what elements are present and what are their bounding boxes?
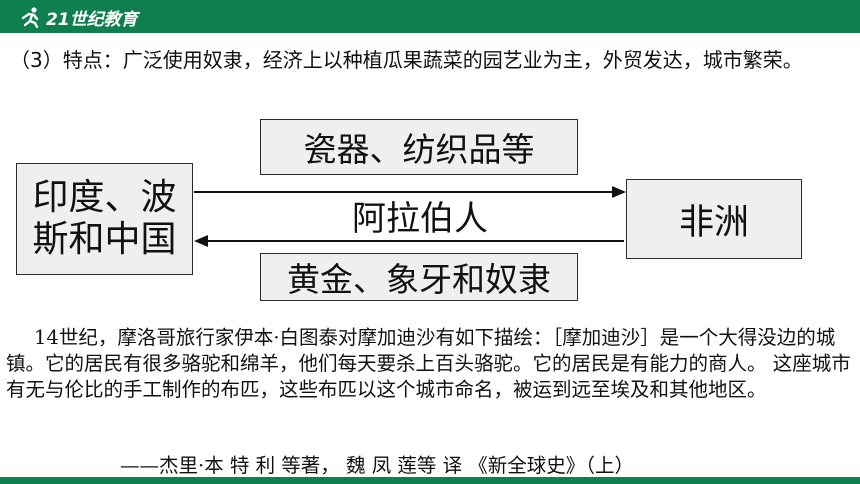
feature-paragraph: （3）特点：广泛使用奴隶，经济上以种植瓜果蔬菜的园艺业为主，外贸发达，城市繁荣。 bbox=[10, 48, 803, 72]
runner-logo-icon bbox=[21, 7, 39, 28]
arab-traders-label: 阿拉伯人 bbox=[352, 199, 488, 239]
header-bar: 21世纪教育 bbox=[0, 0, 860, 33]
left-arrow bbox=[194, 235, 624, 247]
citation: ——杰里·本 特 利 等著， 魏 凤 莲等 译 《新全球史》（上） bbox=[120, 454, 635, 477]
origin-box-line1: 印度、波 bbox=[32, 177, 177, 218]
quote-text: 14世纪，摩洛哥旅行家伊本·白图泰对摩加迪沙有如下描绘：［摩加迪沙］是一个大得没… bbox=[6, 326, 851, 401]
origin-box: 印度、波 斯和中国 bbox=[16, 163, 193, 275]
footer-bar bbox=[0, 477, 860, 484]
imports-box: 黄金、象牙和奴隶 bbox=[260, 253, 578, 301]
brand-logo: 21世纪教育 bbox=[20, 5, 138, 30]
logo-text: 21世纪教育 bbox=[46, 9, 138, 30]
africa-box: 非洲 bbox=[626, 179, 802, 259]
exports-box: 瓷器、纺织品等 bbox=[260, 119, 578, 175]
origin-box-line2: 斯和中国 bbox=[32, 219, 177, 260]
right-arrow bbox=[194, 186, 626, 198]
quote-paragraph: 14世纪，摩洛哥旅行家伊本·白图泰对摩加迪沙有如下描绘：［摩加迪沙］是一个大得没… bbox=[6, 325, 858, 403]
